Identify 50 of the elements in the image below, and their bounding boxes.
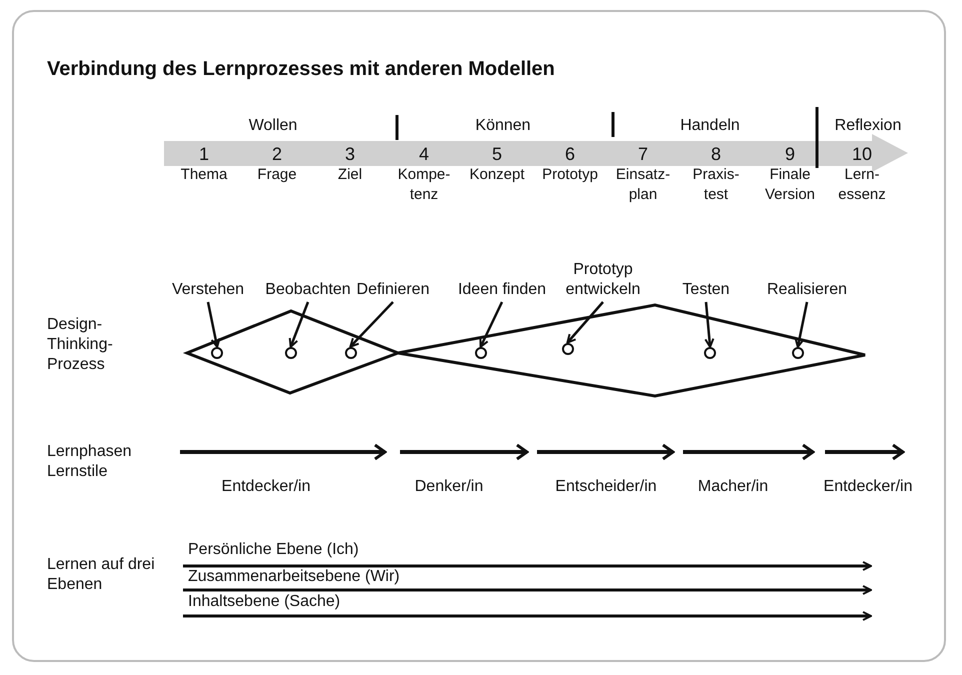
learning-style-label: Denker/in xyxy=(414,477,484,497)
learning-style-label: Entscheider/in xyxy=(554,477,658,497)
circle-marker xyxy=(792,347,804,359)
step-number: 7 xyxy=(636,144,649,164)
step-number: 5 xyxy=(490,144,503,164)
step-number: 2 xyxy=(270,144,283,164)
row-label: Lernphasen Lernstile xyxy=(47,442,133,482)
phase-label: Reflexion xyxy=(834,116,902,136)
level-label: Inhaltsebene (Sache) xyxy=(188,592,342,612)
diagram-title: Verbindung des Lernprozesses mit anderen Modellen xyxy=(47,57,555,82)
phase-label: Wollen xyxy=(248,116,298,136)
circle-marker xyxy=(211,347,223,359)
phase-label: Können xyxy=(474,116,532,136)
leader-line xyxy=(206,302,221,348)
step-number: 1 xyxy=(198,144,210,164)
leader-line xyxy=(794,302,808,348)
step-number: 9 xyxy=(784,144,796,164)
leader-line xyxy=(479,301,504,348)
level-label: Zusammenarbeitsebene (Wir) xyxy=(188,567,401,587)
level-label: Persönliche Ebene (Ich) xyxy=(188,540,360,560)
circle-marker xyxy=(704,347,716,359)
circle-marker xyxy=(562,343,574,355)
step-number: 10 xyxy=(850,144,874,164)
step-label: Kompe- tenz xyxy=(396,165,452,205)
circle-marker xyxy=(345,347,357,359)
learning-style-label: Entdecker/in xyxy=(220,477,312,497)
step-number: 4 xyxy=(418,144,430,164)
step-label: Praxis- test xyxy=(692,165,740,205)
learning-style-label: Entdecker/in xyxy=(822,477,914,497)
phase-label: Handeln xyxy=(679,116,741,136)
step-label: Frage xyxy=(256,165,298,185)
step-label: Thema xyxy=(180,165,228,185)
leader-line xyxy=(704,302,714,348)
row-label: Design- Thinking- Prozess xyxy=(47,315,114,375)
step-number: 3 xyxy=(344,144,356,164)
step-number: 8 xyxy=(710,144,722,164)
step-label: Konzept xyxy=(468,165,526,185)
leader-line xyxy=(566,301,604,344)
leader-line xyxy=(349,301,394,348)
step-number: 6 xyxy=(564,144,576,164)
row-label: Lernen auf drei Ebenen xyxy=(47,555,156,595)
step-label: Lern- essenz xyxy=(837,165,887,205)
step-label: Finale Version xyxy=(764,165,816,205)
step-label: Ziel xyxy=(336,165,364,185)
circle-marker xyxy=(285,347,297,359)
learning-style-label: Macher/in xyxy=(696,477,770,497)
stage-label: Verstehen xyxy=(153,280,263,300)
circle-marker xyxy=(475,347,487,359)
step-label: Einsatz- plan xyxy=(614,165,672,205)
step-label: Prototyp xyxy=(541,165,599,185)
